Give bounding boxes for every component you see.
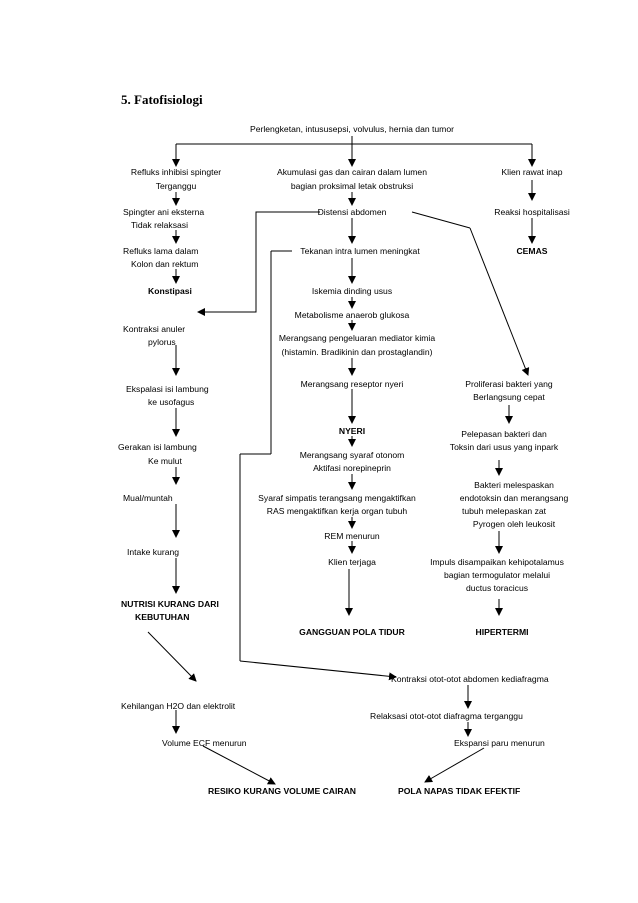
iskemia-node: Iskemia dinding usus (311, 286, 393, 296)
refluks-lama-node-line2: Kolon dan rektum (131, 259, 199, 269)
refluks-node-line1: Refluks inhibisi spingter (130, 167, 222, 177)
pelepasan-node-line1: Pelepasan bakteri dan (461, 429, 547, 439)
section-heading: 5. Fatofisiologi (121, 92, 203, 107)
ekspansi-node: Ekspansi paru menurun (454, 738, 545, 748)
akumulasi-node-line1: Akumulasi gas dan cairan dalam lumen (277, 167, 427, 177)
konstipasi-node: Konstipasi (148, 286, 192, 296)
reseptor-node: Merangsang reseptor nyeri (300, 379, 404, 389)
otonom-node-line2: Aktifasi norepineprin (313, 463, 391, 473)
bakteri-node-line1: Bakteri melespaskan (474, 480, 554, 490)
distensi-node: Distensi abdomen (317, 207, 387, 217)
otonom-node-line1: Merangsang syaraf otonom (299, 450, 405, 460)
resiko-node: RESIKO KURANG VOLUME CAIRAN (208, 786, 357, 796)
proliferasi-node-line1: Proliferasi bakteri yang (465, 379, 553, 389)
cemas-node: CEMAS (516, 246, 548, 256)
gerakan-node-line1: Gerakan isi lambung (118, 442, 197, 452)
proliferasi-node-line2: Berlangsung cepat (473, 392, 545, 402)
refluks-lama-node-line1: Refluks lama dalam (123, 246, 199, 256)
akumulasi-node-line2: bagian proksimal letak obstruksi (290, 181, 414, 191)
tekanan-node: Tekanan intra lumen meningkat (300, 246, 420, 256)
simpatis-node-line1: Syaraf simpatis terangsang mengaktifkan (258, 493, 416, 503)
nutrisi-node-line1: NUTRISI KURANG DARI (121, 599, 219, 609)
bakteri-node-line4: Pyrogen oleh leukosit (472, 519, 556, 529)
rawat-inap-node: Klien rawat inap (501, 167, 563, 177)
simpatis-node-line2: RAS mengaktifkan kerja organ tubuh (266, 506, 408, 516)
impuls-node-line2: bagian termogulator melalui (443, 570, 551, 580)
nyeri-node: NYERI (338, 426, 366, 436)
mual-node: Mual/muntah (123, 493, 173, 503)
relaksasi-node: Relaksasi otot-otot diafragma terganggu (370, 711, 523, 721)
bakteri-node-line2: endotoksin dan merangsang (459, 493, 569, 503)
pola-napas-node: POLA NAPAS TIDAK EFEKTIF (398, 786, 521, 796)
kontraksi-otot-node: Kontraksi otot-otot abdomen kediafragma (391, 674, 549, 684)
kontraksi-anuler-node-line1: Kontraksi anuler (123, 324, 186, 334)
refluks-node-line2: Terganggu (155, 181, 197, 191)
kehilangan-node: Kehilangan H2O dan elektrolit (121, 701, 236, 711)
volume-ecf-node: Volume ECF menurun (162, 738, 247, 748)
impuls-node-line1: Impuls disampaikan kehipotalamus (430, 557, 564, 567)
gerakan-node-line2: Ke mulut (148, 456, 182, 466)
spingter-node-line2: Tidak relaksasi (131, 220, 188, 230)
mediator-node-line1: Merangsang pengeluaran mediator kimia (278, 333, 436, 343)
cause-node: Perlengketan, intususepsi, volvulus, her… (250, 124, 454, 134)
reaksi-node: Reaksi hospitalisasi (494, 207, 570, 217)
intake-node: Intake kurang (127, 547, 180, 557)
bakteri-node-line3: tubuh melepaskan zat (461, 506, 547, 516)
ekspalasi-node-line2: ke usofagus (148, 397, 195, 407)
rem-node: REM menurun (324, 531, 380, 541)
hipertermi-node: HIPERTERMI (475, 627, 529, 637)
nutrisi-node-line2: KEBUTUHAN (135, 612, 190, 622)
ekspalasi-node-line1: Ekspalasi isi lambung (126, 384, 209, 394)
kontraksi-anuler-node-line2: pylorus (148, 337, 176, 347)
impuls-node-line3: ductus toracicus (465, 583, 529, 593)
pelepasan-node-line2: Toksin dari usus yang inpark (449, 442, 559, 452)
spingter-node-line1: Spingter ani eksterna (123, 207, 205, 217)
terjaga-node: Klien terjaga (328, 557, 376, 567)
metabolisme-node: Metabolisme anaerob glukosa (294, 310, 410, 320)
mediator-node-line2: (histamin. Bradikinin dan prostaglandin) (281, 347, 433, 357)
gangguan-tidur-node: GANGGUAN POLA TIDUR (299, 627, 405, 637)
